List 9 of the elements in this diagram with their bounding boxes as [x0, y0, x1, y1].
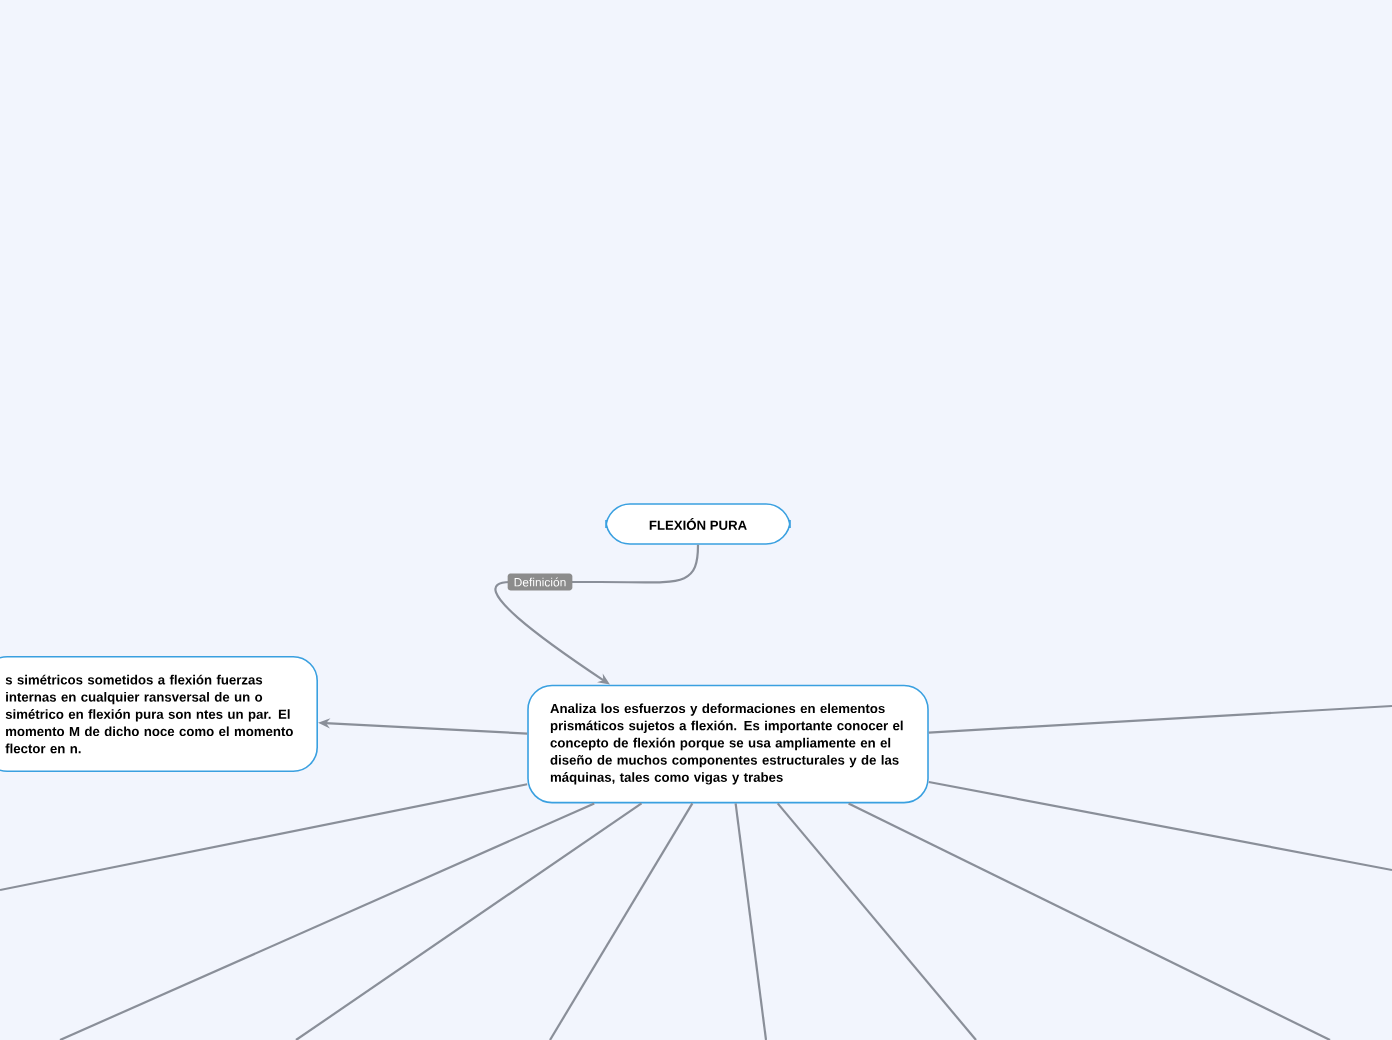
connector-line [59, 802, 595, 1040]
connector-line [928, 780, 1392, 872]
connector-line [0, 783, 528, 892]
connector-line [776, 802, 977, 1040]
connector-line [848, 802, 1331, 1040]
connector-line [928, 704, 1392, 734]
connector-line [549, 802, 694, 1040]
connector-line [734, 803, 768, 1040]
connector-line [295, 802, 643, 1040]
